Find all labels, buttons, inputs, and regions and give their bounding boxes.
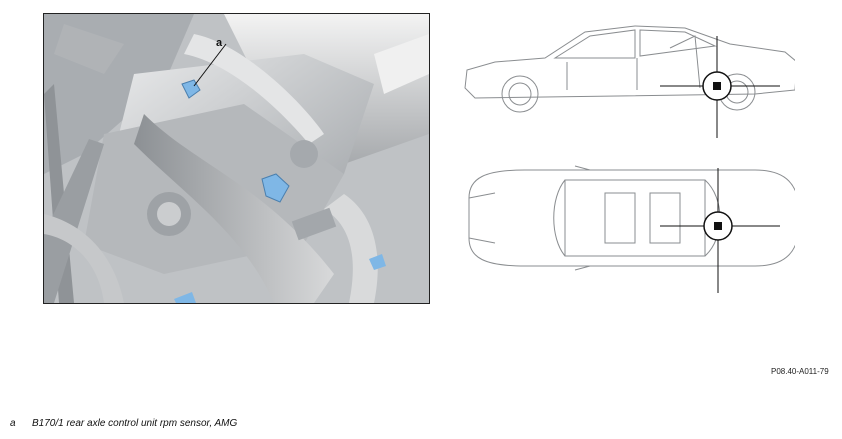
vehicle-location-diagram — [464, 25, 795, 293]
legend-item-a: a B170/1 rear axle control unit rpm sens… — [10, 418, 237, 429]
figure-reference-code: P08.40-A011-79 — [771, 367, 829, 376]
legend-text: B170/1 rear axle control unit rpm sensor… — [32, 418, 238, 429]
engine-bay-illustration — [44, 14, 429, 303]
callout-label-a: a — [216, 37, 223, 49]
top-view-marker — [660, 168, 780, 293]
component-location-photo — [43, 13, 430, 304]
top-view-car — [468, 165, 795, 271]
side-view-marker — [660, 36, 780, 138]
legend-key: a — [10, 418, 16, 429]
side-view-car — [464, 25, 795, 113]
